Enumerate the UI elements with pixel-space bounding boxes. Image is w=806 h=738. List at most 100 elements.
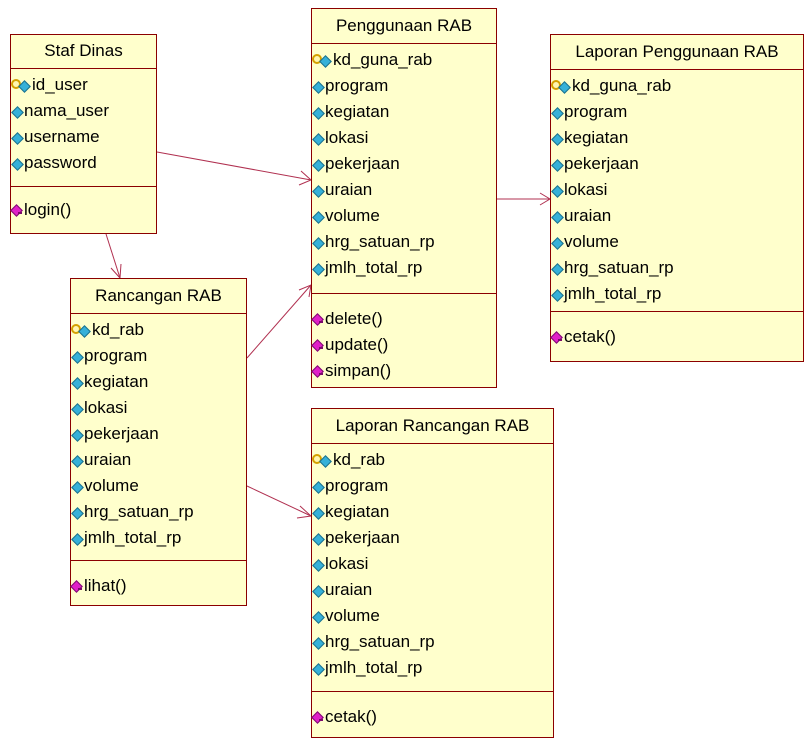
attribute-label: volume [84, 476, 139, 495]
attribute-key: id_user [11, 72, 156, 98]
attribute-icon [551, 264, 563, 274]
attribute: program [551, 99, 803, 125]
assoc-staf-to-penggunaan [156, 151, 312, 181]
attribute-icon [312, 560, 324, 570]
attribute: jmlh_total_rp [71, 525, 246, 551]
attribute-icon [11, 107, 23, 117]
attribute-label: nama_user [24, 101, 110, 120]
attribute-label: uraian [84, 450, 132, 469]
attribute: jmlh_total_rp [312, 655, 553, 681]
operation: cetak() [312, 704, 553, 730]
attribute: uraian [71, 447, 246, 473]
attribute: username [11, 124, 156, 150]
attribute-label: volume [325, 606, 380, 625]
attribute: volume [312, 603, 553, 629]
attribute-icon [312, 108, 324, 118]
attribute-icon [71, 456, 83, 466]
attribute-icon [312, 82, 324, 92]
operation-icon [551, 333, 563, 343]
operation-icon [312, 315, 324, 325]
attribute-icon [71, 534, 83, 544]
attribute-label: pekerjaan [564, 154, 639, 173]
attribute: kegiatan [312, 499, 553, 525]
operation: cetak() [551, 324, 803, 350]
attribute-list: kd_guna_rab program kegiatan pekerjaan l… [551, 70, 803, 312]
attribute-label: lokasi [84, 398, 128, 417]
attribute-icon [551, 186, 563, 196]
attribute: lokasi [312, 551, 553, 577]
attribute-label: lokasi [564, 180, 608, 199]
operation-list: login() [11, 187, 156, 223]
attribute-label: kegiatan [325, 102, 390, 121]
attribute-label: kegiatan [564, 128, 629, 147]
operation-list: cetak() [312, 692, 553, 730]
attribute-icon [71, 352, 83, 362]
attribute-icon [312, 186, 324, 196]
attribute: uraian [312, 577, 553, 603]
attribute-label: uraian [564, 206, 612, 225]
attribute-label: hrg_satuan_rp [84, 502, 194, 521]
assoc-rancangan-to-penggunaan [246, 284, 312, 359]
attribute-icon [11, 133, 23, 143]
attribute-label: pekerjaan [325, 154, 400, 173]
class-title: Laporan Penggunaan RAB [551, 35, 803, 70]
attribute-icon [312, 238, 324, 248]
attribute-icon [312, 612, 324, 622]
operation-icon [11, 206, 23, 216]
attribute: hrg_satuan_rp [312, 629, 553, 655]
attribute-label: hrg_satuan_rp [564, 258, 674, 277]
attribute: pekerjaan [312, 151, 496, 177]
operation-label: login() [24, 200, 72, 219]
attribute-list: kd_guna_rab program kegiatan lokasi peke… [312, 44, 496, 294]
attribute-label: uraian [325, 580, 373, 599]
attribute: program [312, 473, 553, 499]
class-title: Penggunaan RAB [312, 9, 496, 44]
attribute: program [71, 343, 246, 369]
attribute-label: jmlh_total_rp [325, 658, 423, 677]
attribute-icon [312, 638, 324, 648]
operation-list: delete() update() simpan() [312, 294, 496, 384]
operation-label: lihat() [84, 576, 127, 595]
operation-icon [71, 582, 83, 592]
attribute-label: jmlh_total_rp [84, 528, 182, 547]
attribute-label: volume [564, 232, 619, 251]
attribute-label: kegiatan [84, 372, 149, 391]
attribute-icon [551, 160, 563, 170]
attribute-icon [71, 508, 83, 518]
attribute: lokasi [71, 395, 246, 421]
attribute-label: kd_guna_rab [333, 50, 433, 69]
attribute: hrg_satuan_rp [551, 255, 803, 281]
operation-label: delete() [325, 309, 383, 328]
attribute-icon [71, 430, 83, 440]
class-laporan-rancangan-rab: Laporan Rancangan RAB kd_rab program keg… [311, 408, 554, 738]
operation-list: lihat() [71, 561, 246, 599]
attribute-label: uraian [325, 180, 373, 199]
attribute: hrg_satuan_rp [312, 229, 496, 255]
attribute-label: kegiatan [325, 502, 390, 521]
attribute: volume [312, 203, 496, 229]
attribute: jmlh_total_rp [551, 281, 803, 307]
class-penggunaan-rab: Penggunaan RAB kd_guna_rab program kegia… [311, 8, 497, 388]
attribute: jmlh_total_rp [312, 255, 496, 281]
assoc-rancangan-to-laporan [246, 485, 312, 517]
attribute: lokasi [312, 125, 496, 151]
attribute-icon [312, 482, 324, 492]
operation: update() [312, 332, 496, 358]
class-title: Staf Dinas [11, 35, 156, 69]
attribute: uraian [312, 177, 496, 203]
attribute-icon [312, 160, 324, 170]
attribute: lokasi [551, 177, 803, 203]
operation: simpan() [312, 358, 496, 384]
attribute-icon [71, 482, 83, 492]
attribute-label: kd_rab [92, 320, 144, 339]
attribute-icon [312, 664, 324, 674]
attribute-label: jmlh_total_rp [564, 284, 662, 303]
primary-key-icon [312, 453, 332, 466]
attribute-key: kd_rab [312, 447, 553, 473]
attribute-label: hrg_satuan_rp [325, 632, 435, 651]
attribute: pekerjaan [312, 525, 553, 551]
attribute: nama_user [11, 98, 156, 124]
attribute: kegiatan [551, 125, 803, 151]
attribute-label: program [325, 476, 389, 495]
primary-key-icon [11, 78, 31, 91]
